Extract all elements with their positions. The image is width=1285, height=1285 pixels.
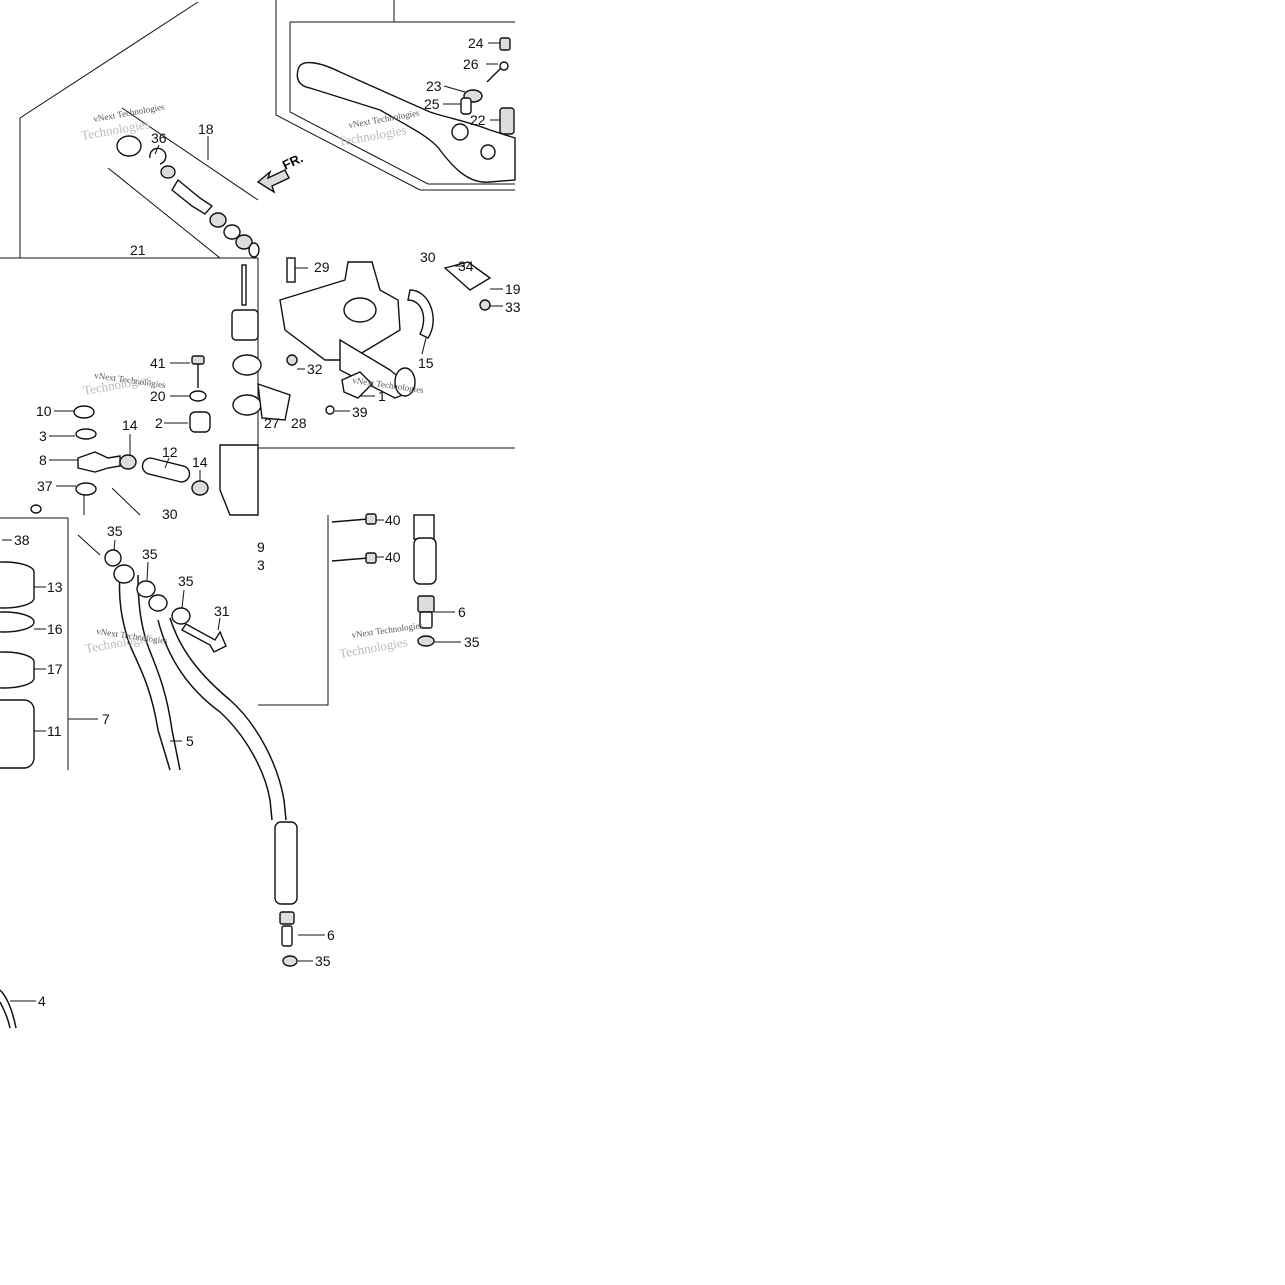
callout-9: 9	[257, 539, 265, 555]
watermark-text: Technologies	[337, 122, 408, 149]
callout-5: 5	[186, 733, 194, 749]
callout-36: 36	[151, 130, 167, 146]
callout-35-a: 35	[107, 523, 123, 539]
reservoir-stack	[0, 561, 35, 769]
callout-3-lower: 3	[257, 557, 265, 573]
callout-30-lower: 30	[162, 506, 178, 522]
brake-hoses	[0, 513, 437, 1029]
callout-40-b: 40	[385, 549, 401, 565]
hose-fittings-group	[30, 355, 259, 516]
leader-lines	[2, 42, 503, 1002]
callout-35-d: 35	[464, 634, 480, 650]
callout-21: 21	[130, 242, 146, 258]
callout-13: 13	[47, 579, 63, 595]
callout-14-upper: 14	[122, 417, 138, 433]
callout-35-c: 35	[178, 573, 194, 589]
front-direction-label: FR.	[280, 150, 305, 172]
callout-1: 1	[378, 388, 386, 404]
callout-27: 27	[264, 415, 280, 431]
callout-16: 16	[47, 621, 63, 637]
callout-8: 8	[39, 452, 47, 468]
callout-35-b: 35	[142, 546, 158, 562]
callout-39: 39	[352, 404, 368, 420]
callout-18: 18	[198, 121, 214, 137]
callout-26: 26	[463, 56, 479, 72]
callout-28: 28	[291, 415, 307, 431]
panel-frames	[0, 0, 515, 770]
callout-38: 38	[14, 532, 30, 548]
callout-15: 15	[418, 355, 434, 371]
callout-35-e: 35	[315, 953, 331, 969]
callout-41: 41	[150, 355, 166, 371]
callout-31: 31	[214, 603, 230, 619]
callout-23: 23	[426, 78, 442, 94]
callout-22: 22	[470, 112, 486, 128]
callout-12: 12	[162, 444, 178, 460]
callout-24: 24	[468, 35, 484, 51]
callout-37: 37	[37, 478, 53, 494]
brake-lever	[296, 37, 516, 183]
callout-32: 32	[307, 361, 323, 377]
callout-3: 3	[39, 428, 47, 444]
callout-2: 2	[155, 415, 163, 431]
master-cylinder-body	[231, 257, 492, 421]
callout-10: 10	[36, 403, 52, 419]
callout-34: 34	[458, 258, 474, 274]
front-arrow-icon	[256, 169, 290, 194]
callout-4: 4	[38, 993, 46, 1009]
callout-14-lower: 14	[192, 454, 208, 470]
callout-20: 20	[150, 388, 166, 404]
callout-29: 29	[314, 259, 330, 275]
watermark-text: Technologies	[338, 634, 409, 661]
callout-6-lower: 6	[327, 927, 335, 943]
callout-7: 7	[102, 711, 110, 727]
piston-assembly	[116, 135, 290, 258]
callout-labels: 24 26 23 25 22 18 36 21 29 30 34 19 33 1…	[14, 35, 521, 1009]
callout-6-upper: 6	[458, 604, 466, 620]
callout-33: 33	[505, 299, 521, 315]
callout-40-a: 40	[385, 512, 401, 528]
callout-25: 25	[424, 96, 440, 112]
callout-19: 19	[505, 281, 521, 297]
callout-30-upper: 30	[420, 249, 436, 265]
callout-11: 11	[47, 723, 62, 739]
callout-17: 17	[47, 661, 63, 677]
